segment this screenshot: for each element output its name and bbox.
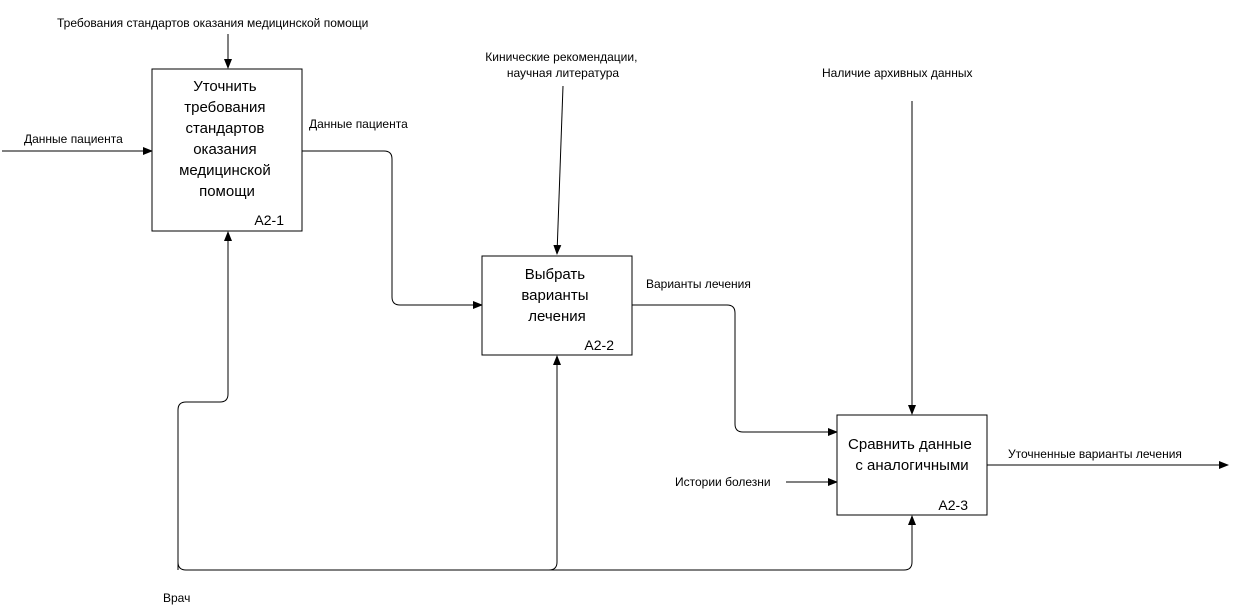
label-output-a2-1: Данные пациента	[309, 117, 408, 131]
label-line: Кинические рекомендации,	[485, 50, 637, 64]
label-input-a2-3: Истории болезни	[675, 475, 771, 489]
label-mechanism: Врач	[163, 591, 190, 605]
arrow-mechanism-a2-3	[549, 515, 916, 571]
box-title-line: медицинской	[179, 162, 271, 179]
box-title-a2-3: Сравнить данные с аналогичными	[848, 436, 976, 474]
label-line: научная литература	[507, 66, 620, 80]
arrow-a2-1-to-a2-2	[302, 150, 483, 309]
box-title-line: варианты	[521, 287, 588, 304]
box-id-a2-2: A2-2	[584, 337, 614, 353]
activity-box-a2-1[interactable]: Уточнить требования стандартов оказания …	[151, 68, 303, 232]
label-input-a2-1: Данные пациента	[24, 132, 123, 146]
arrow-control-a2-2	[553, 85, 564, 255]
arrow-a2-2-to-a2-3	[632, 304, 838, 436]
label-control-a2-1: Требования стандартов оказания медицинск…	[57, 16, 368, 30]
box-title-line: оказания	[193, 141, 256, 158]
box-title-a2-2: Выбрать варианты лечения	[521, 266, 592, 325]
box-title-line: Сравнить данные	[848, 436, 972, 453]
box-title-line: Выбрать	[525, 266, 586, 283]
label-control-a2-2: Кинические рекомендации, научная литерат…	[485, 50, 641, 80]
box-title-a2-1: Уточнить требования стандартов оказания …	[179, 78, 275, 200]
box-id-a2-1: A2-1	[254, 212, 284, 228]
box-id-a2-3: A2-3	[938, 497, 968, 513]
arrow-mechanism-a2-2	[177, 355, 561, 571]
box-title-line: с аналогичными	[855, 457, 968, 474]
activity-box-a2-3[interactable]: Сравнить данные с аналогичными A2-3	[836, 414, 988, 516]
box-title-line: помощи	[199, 183, 255, 200]
box-title-line: требования	[184, 99, 265, 116]
arrow-mechanism-a2-1	[177, 231, 232, 570]
box-title-line: стандартов	[185, 120, 264, 137]
label-control-a2-3: Наличие архивных данных	[822, 66, 972, 80]
label-output-a2-3: Уточненные варианты лечения	[1008, 447, 1182, 461]
box-title-line: лечения	[528, 308, 586, 325]
label-output-a2-2: Варианты лечения	[646, 277, 751, 291]
box-title-line: Уточнить	[193, 78, 257, 95]
activity-box-a2-2[interactable]: Выбрать варианты лечения A2-2	[481, 255, 633, 356]
